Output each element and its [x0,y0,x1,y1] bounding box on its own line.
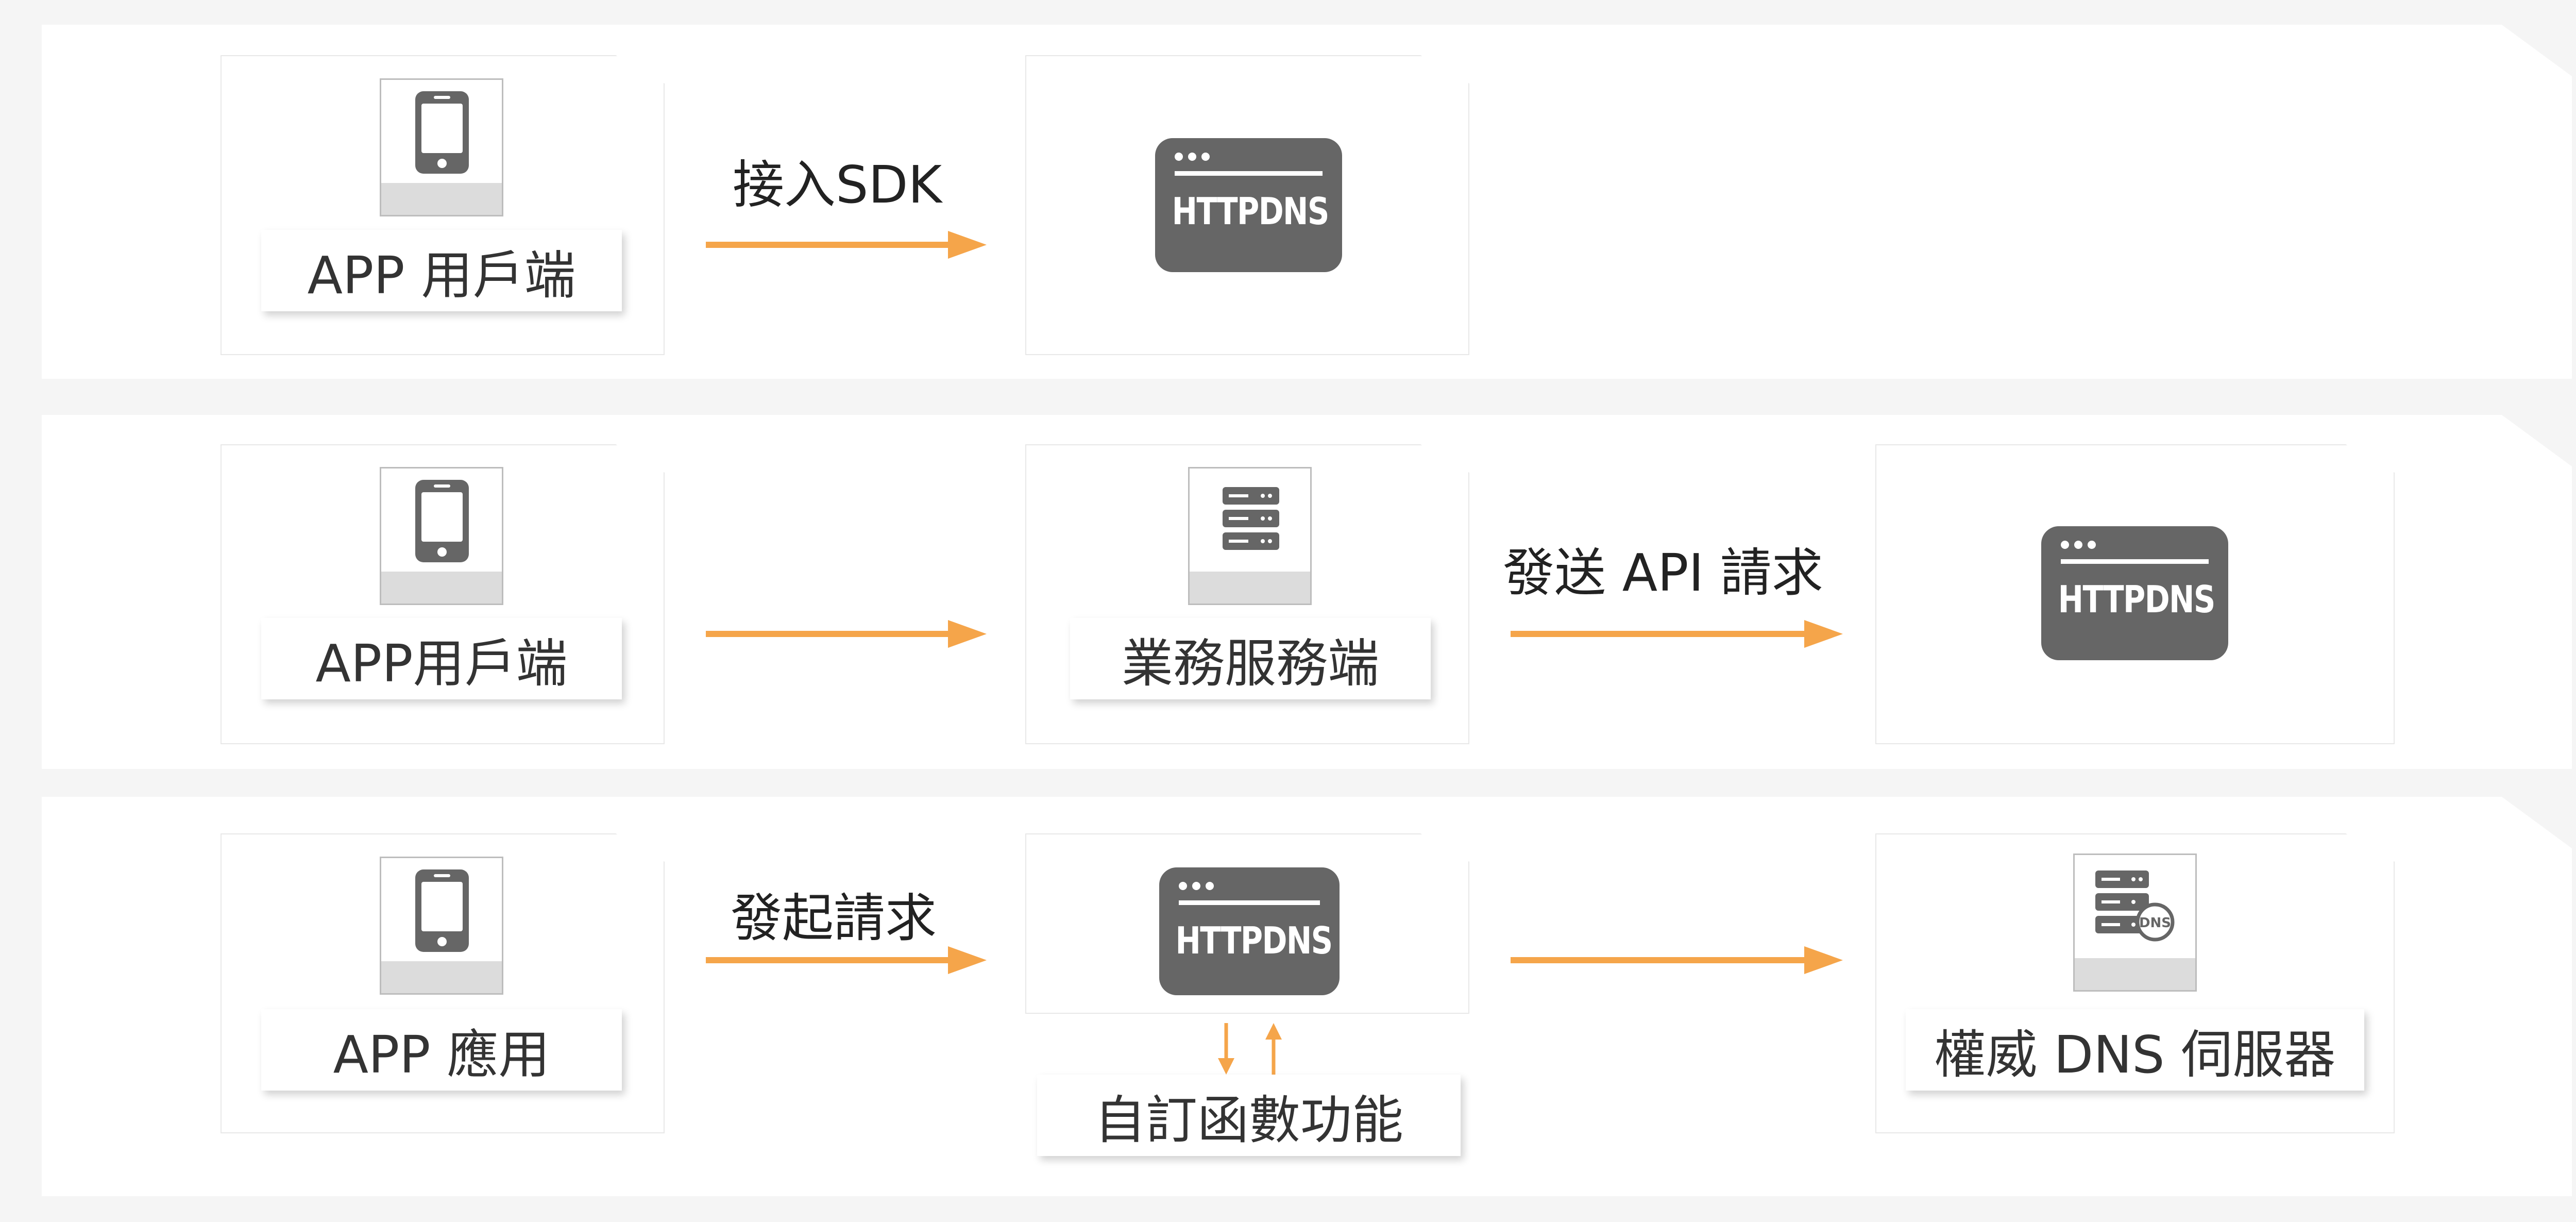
row-2-httpdns-text: HTTPDNS [2058,578,2216,621]
row-1-client-label: APP 用戶端 [261,230,622,311]
row-1-client-icon-tile [380,78,503,216]
dns-icon-text: DNS [2139,915,2171,931]
dns-server-icon: DNS [2095,871,2175,942]
row-1-arrow [706,231,987,259]
row-3-httpdns-text: HTTPDNS [1175,919,1333,962]
phone-icon [415,91,469,174]
phone-icon [415,869,469,952]
row-3-dns-label: 權威 DNS 伺服器 [1906,1009,2364,1091]
server-icon [1223,487,1279,550]
row-2-server-icon-tile [1188,467,1312,605]
row-3-flow-label: 發起請求 [731,888,937,948]
row-2-arrow-2 [1511,620,1843,648]
row-3-dns-icon-tile: DNS [2073,853,2197,992]
row-2-arrow-1 [706,620,987,648]
row-1-httpdns-text: HTTPDNS [1172,190,1330,233]
row-3-arrow-1 [706,946,987,974]
row-2-client-label: APP用戶端 [261,618,622,699]
row-3-httpdns-badge: HTTPDNS [1159,867,1340,995]
row-1-flow-label: 接入SDK [733,155,942,215]
row-3-function-label: 自訂函數功能 [1037,1075,1461,1156]
phone-icon [415,480,469,562]
row-1-httpdns-badge: HTTPDNS [1155,138,1342,272]
row-2-client-icon-tile [380,467,503,605]
row-2-server-label: 業務服務端 [1070,618,1431,699]
row-3-client-label: APP 應用 [261,1009,622,1091]
row-3-up-arrow [1265,1023,1282,1075]
row-3-client-icon-tile [380,857,503,995]
row-2-httpdns-badge: HTTPDNS [2041,526,2228,660]
row-2-flow-label: 發送 API 請求 [1503,543,1823,603]
row-3-down-arrow [1218,1023,1234,1075]
row-3-arrow-2 [1511,946,1843,974]
